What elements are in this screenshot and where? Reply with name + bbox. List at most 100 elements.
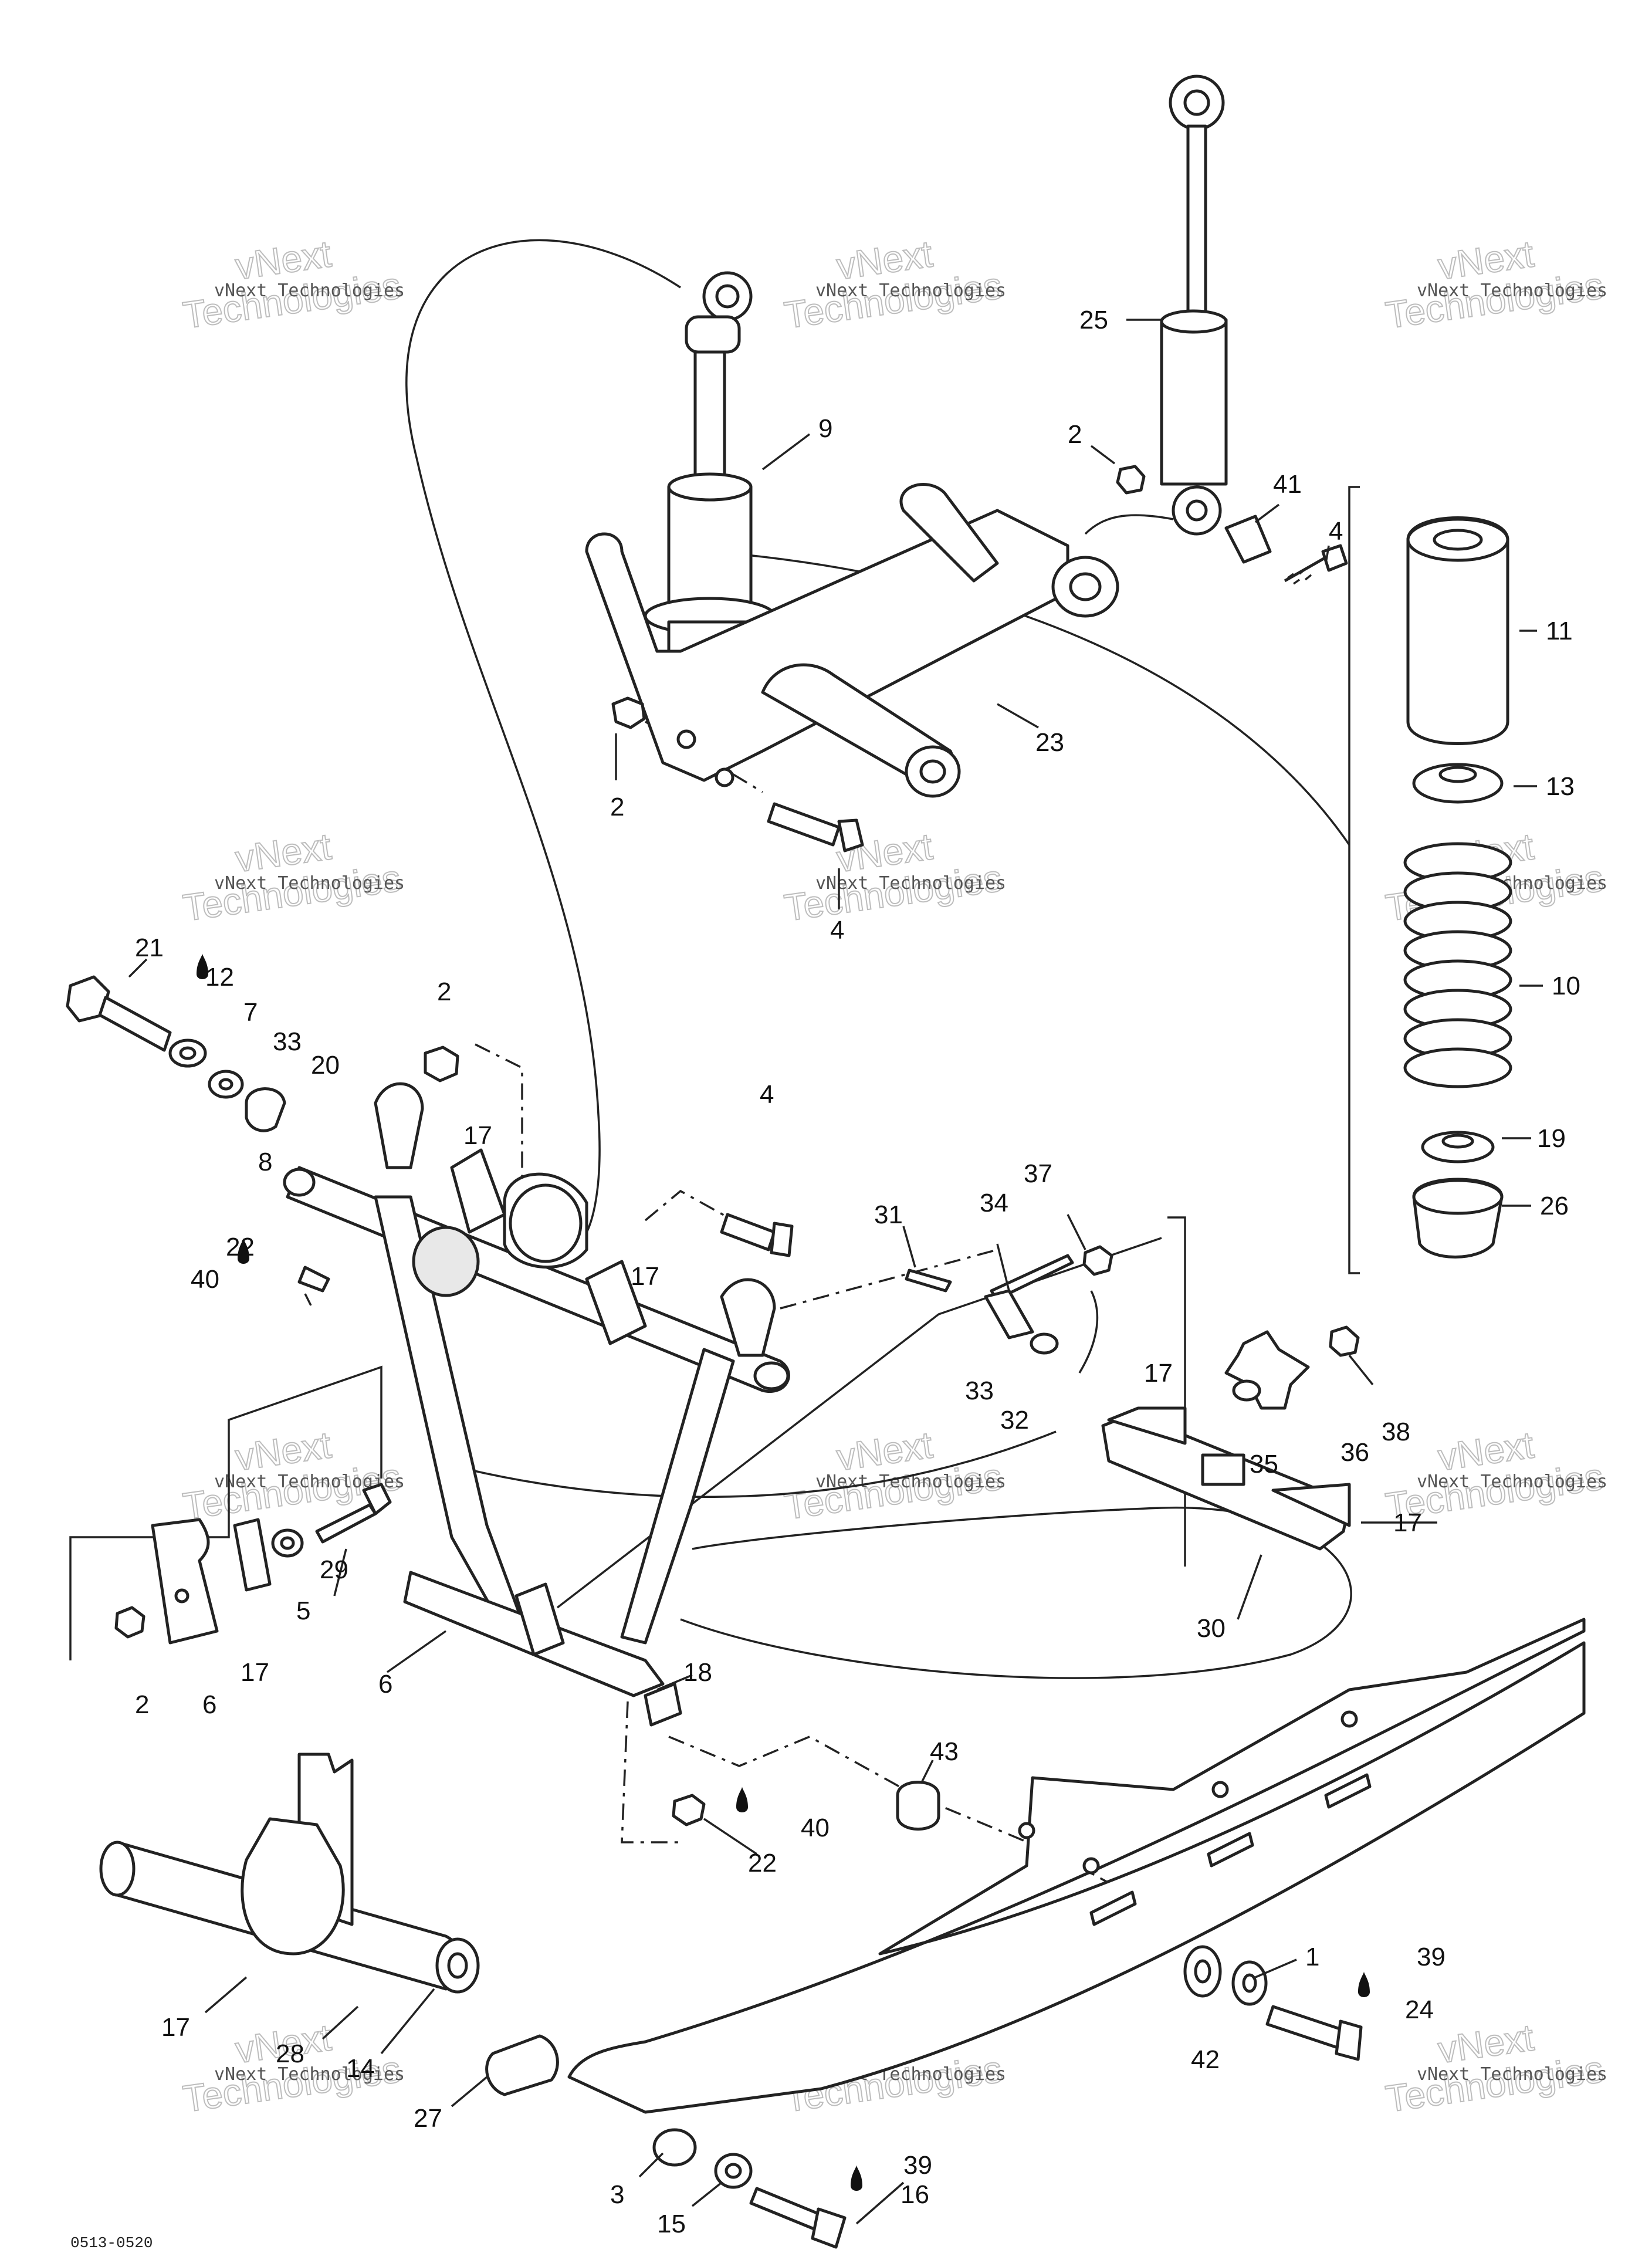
callout-18: 18 [683,1658,712,1687]
stopper-bracket [1167,1216,1186,1567]
hardware [66,465,1363,2249]
watermark-small: vNext Technologies [214,280,405,301]
drop-icon [851,2165,862,2191]
callout-23: 23 [1035,728,1064,757]
drop-icon [1358,1971,1370,1997]
callout-39: 39 [1417,1943,1446,1971]
callout-33: 33 [965,1376,994,1405]
callout-2: 2 [610,793,624,821]
coil-spring [1403,842,1512,1088]
callout-22: 22 [748,1849,777,1877]
callout-31: 31 [874,1200,903,1229]
callout-42: 42 [1191,2045,1220,2074]
drop-icon [736,1787,748,1812]
callout-9: 9 [818,414,832,443]
callout-37: 37 [1024,1159,1052,1188]
callout-13: 13 [1546,772,1575,801]
callout-10: 10 [1552,972,1580,1000]
dash-bolt-34 [780,1249,998,1310]
front-arm [283,1082,790,1697]
watermark-small: vNext Technologies [1417,2064,1607,2085]
callout-40: 40 [191,1265,219,1294]
callout-8: 8 [258,1148,272,1176]
callout-labels: 25 9 2 41 4 11 13 23 2 4 10 19 26 21 12 … [135,306,1580,2238]
callout-2: 2 [135,1690,149,1719]
callout-17: 17 [1144,1359,1173,1388]
frame-bracket-left [69,1365,382,1660]
spring-stack [1403,516,1512,1259]
callout-30: 30 [1197,1614,1226,1643]
callout-28: 28 [276,2039,304,2068]
callout-27: 27 [414,2104,442,2133]
callout-43: 43 [930,1737,959,1766]
dash-bolt-22 [621,1701,681,1843]
callout-4: 4 [830,916,844,945]
callout-34: 34 [980,1189,1008,1217]
watermark-small: vNext Technologies [1417,280,1607,301]
cross-shaft [585,483,1119,798]
callout-5: 5 [296,1596,310,1625]
arm-routing-line [434,1430,1057,1498]
callout-33: 33 [273,1027,302,1056]
callout-29: 29 [320,1555,348,1584]
slide-rail [567,1618,1586,2114]
callout-6: 6 [202,1690,216,1719]
callout-16: 16 [901,2180,929,2209]
figure-reference: 0513-0520 [70,2234,153,2252]
callout-17: 17 [241,1658,269,1687]
dash-bolt-4 [644,1189,734,1222]
drop-icon [197,953,208,979]
callout-36: 36 [1340,1438,1369,1467]
spring-routing-line [709,550,1350,845]
callout-15: 15 [657,2210,686,2238]
callout-25: 25 [1079,306,1108,334]
callout-2: 2 [437,977,451,1006]
watermark-small: vNext Technologies [1417,1471,1607,1492]
watermark-group: vNext Technologies vNext Technologies vN… [180,232,1607,2120]
leader-lines [128,319,1543,2225]
callout-35: 35 [1250,1450,1278,1479]
plates [151,1518,272,1645]
callout-38: 38 [1382,1418,1410,1446]
rear-axle [99,1753,480,1994]
callout-17: 17 [631,1262,659,1291]
callout-14: 14 [346,2054,375,2083]
callout-26: 26 [1540,1192,1569,1220]
callout-7: 7 [243,998,258,1027]
spring-bracket [1348,486,1360,1274]
watermark-small: vNext Technologies [214,2064,405,2085]
shock-routing-curve [405,239,681,1233]
callout-19: 19 [1537,1124,1566,1153]
watermark-small: vNext Technologies [815,1471,1006,1492]
shock-absorber-upper [1160,75,1228,536]
callout-4: 4 [1329,517,1343,546]
stopper-routing-curve [680,1506,1352,1679]
callout-12: 12 [205,963,234,992]
arrow-curve-25 [1084,514,1174,535]
callout-39: 39 [903,2151,932,2180]
callout-6: 6 [378,1670,392,1699]
callout-22: 22 [226,1233,255,1261]
callout-17: 17 [1393,1508,1422,1537]
watermark-small: vNext Technologies [214,873,405,894]
callout-24: 24 [1405,1995,1434,2024]
stopper-assembly [1101,1406,1351,1551]
lube-icons [197,953,1370,2191]
callout-1: 1 [1305,1943,1319,1971]
callout-4: 4 [760,1080,774,1109]
callout-41: 41 [1273,470,1302,499]
callout-3: 3 [610,2180,624,2209]
watermark-small: vNext Technologies [815,873,1006,894]
callout-20: 20 [311,1051,340,1080]
callout-11: 11 [1546,617,1573,645]
callout-17: 17 [463,1121,492,1150]
callout-2: 2 [1068,420,1082,449]
callout-17: 17 [161,2013,190,2042]
watermark-small: vNext Technologies [815,280,1006,301]
callout-21: 21 [135,933,164,962]
dash-nut-2 [475,1043,523,1179]
callout-40: 40 [801,1814,830,1842]
callout-32: 32 [1000,1406,1029,1435]
drop-icon [238,1238,249,1264]
